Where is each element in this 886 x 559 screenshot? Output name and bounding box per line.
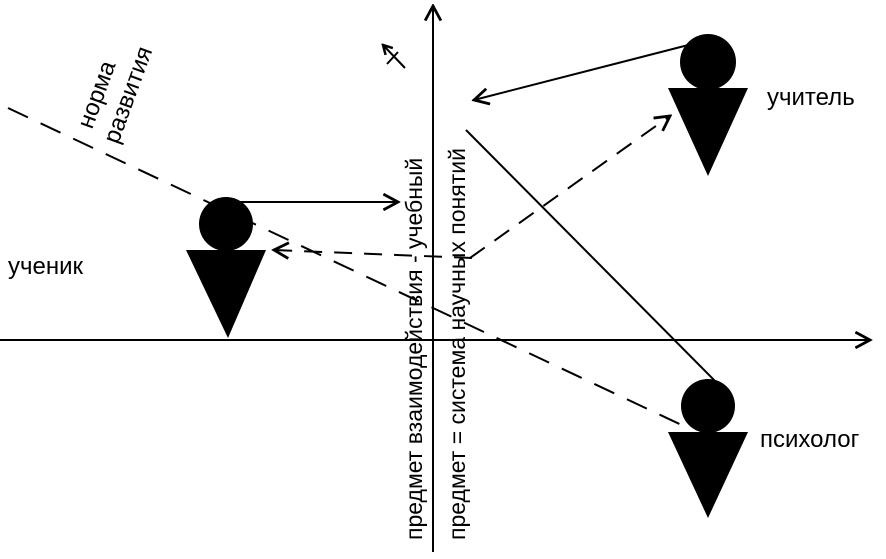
axis-label-line1: предмет взаимодействия - учебный	[401, 158, 427, 540]
psychologist-figure	[668, 379, 748, 518]
axis-label-line2: предмет = система научных понятий	[444, 148, 470, 540]
teacher-figure	[668, 34, 748, 176]
subject-to-psychologist-line	[465, 129, 719, 385]
norm-development-line	[7, 107, 689, 429]
teacher-label: учитель	[767, 84, 855, 111]
psychologist-label: психолог	[760, 426, 860, 453]
subject-to-teacher-dashed-arrow	[469, 116, 670, 259]
student-label: ученик	[8, 253, 84, 280]
student-figure	[186, 197, 266, 338]
teacher-to-subject-arrow	[474, 41, 701, 100]
hook-arrow-tail	[386, 51, 399, 65]
subject-to-student-dashed-arrow	[274, 250, 473, 258]
